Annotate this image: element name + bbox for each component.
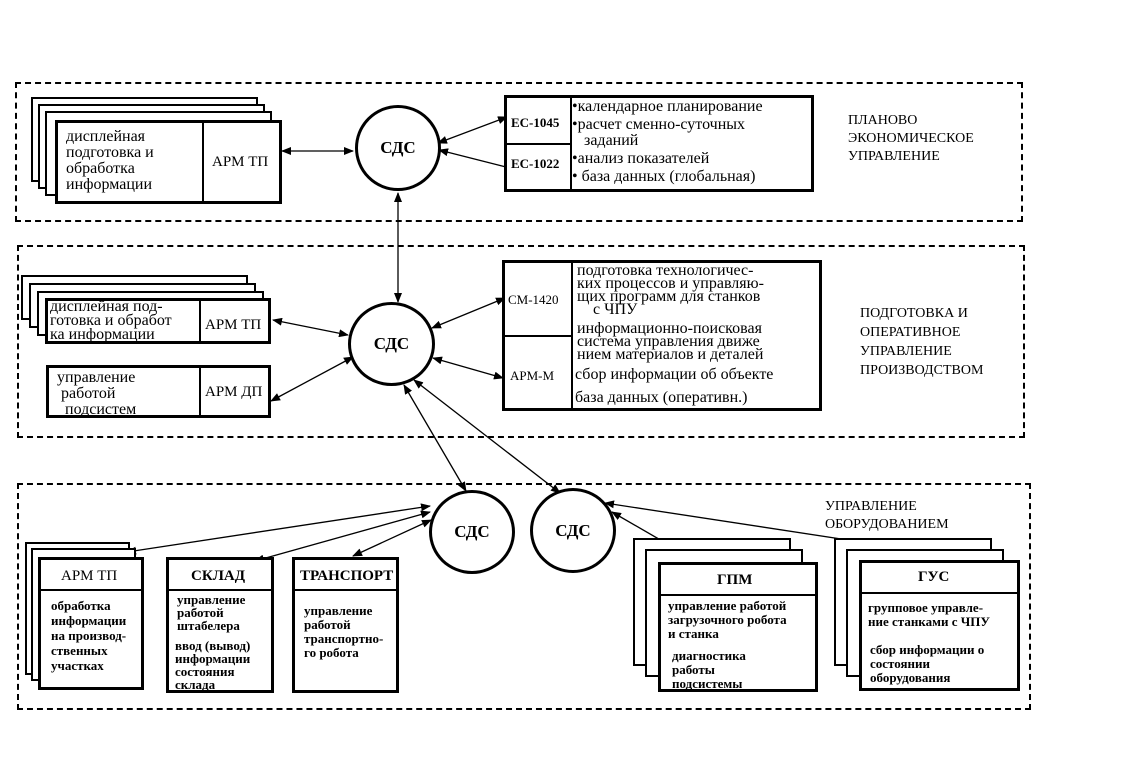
mid-section-title: ПОДГОТОВКА И ОПЕРАТИВНОЕ УПРАВЛЕНИЕ ПРОИ… <box>860 306 984 378</box>
section-top-frame <box>15 82 1023 222</box>
top-function-4: • база данных (глобальная) <box>572 168 756 185</box>
bottom-sklad-box: СКЛАД управление работой штабелера ввод … <box>166 557 274 693</box>
bottom-transport-title: ТРАНСПОРТ <box>300 568 394 584</box>
arrow-mid-sds-bottom-sds2 <box>413 379 561 494</box>
mid-functions-4: база данных (оперативн.) <box>575 389 748 406</box>
bottom-transport-text: управление работой транспортно- го робот… <box>304 603 384 660</box>
bottom-gus-title: ГУС <box>918 569 950 585</box>
bottom-section-title: УПРАВЛЕНИЕ ОБОРУДОВАНИЕМ <box>825 499 949 532</box>
top-computer-box: ЕС-1045 ЕС-1022 •календарное планировани… <box>504 95 814 192</box>
mid-computer-1: СМ-1420 <box>508 292 559 307</box>
mid-functions-3: сбор информации об объекте <box>575 366 774 383</box>
arrow-top-sds-ec1045 <box>437 116 508 144</box>
bottom-sds-label-2: СДС <box>555 520 591 540</box>
arrow-mid-arm2-sds <box>270 356 354 402</box>
arrow-sds1-arm <box>126 503 431 555</box>
bottom-sklad-title: СКЛАД <box>191 568 246 584</box>
mid-sds-label: СДС <box>373 334 410 353</box>
top-sds-node: СДС <box>355 105 441 191</box>
bottom-arm-title: АРМ ТП <box>61 568 118 584</box>
mid-arm2-label: АРМ ДП <box>205 384 263 400</box>
mid-arm2-box: управление работой подсистем АРМ ДП <box>46 365 271 418</box>
top-computer-2: ЕС-1022 <box>511 156 560 171</box>
top-left-text: дисплейная подготовка и обработка информ… <box>66 128 154 193</box>
bottom-gpm-title: ГПМ <box>717 572 753 588</box>
bottom-arm-text: обработка информации на производ- ственн… <box>51 598 127 673</box>
arrow-top-ec1022-sds <box>438 148 507 168</box>
bottom-gus-text-2: сбор информации о состоянии оборудования <box>870 642 985 685</box>
mid-left2-text: управление работой подсистем <box>57 369 137 418</box>
bottom-transport-box: ТРАНСПОРТ управление работой транспортно… <box>292 557 399 693</box>
bottom-gpm-box: ГПМ управление работой загрузочного робо… <box>658 562 818 692</box>
mid-arm1-label: АРМ ТП <box>205 317 262 333</box>
top-function-3: •анализ показателей <box>572 150 710 167</box>
top-function-2: •расчет сменно-суточных заданий <box>572 116 746 149</box>
top-sds-label: СДС <box>380 138 416 157</box>
mid-left1-text: дисплейная под- готовка и обработ ка инф… <box>50 298 172 343</box>
bottom-gus-text-1: групповое управле- ние станками с ЧПУ <box>868 600 990 629</box>
bottom-arm-box: АРМ ТП обработка информации на производ-… <box>38 557 144 690</box>
bottom-sklad-text-2: ввод (вывод) информации состояния склада <box>175 638 251 692</box>
bottom-sds-label-1: СДС <box>454 522 490 541</box>
bottom-sds-node-2: СДС <box>530 488 616 573</box>
mid-functions-1: подготовка технологичес- ких процессов и… <box>577 262 764 318</box>
bottom-gpm-text-2: диагностика работы подсистемы <box>672 648 746 691</box>
arrow-mid-sds-armm <box>432 356 504 380</box>
top-arm-box: дисплейная подготовка и обработка информ… <box>55 120 282 204</box>
bottom-gus-box: ГУС групповое управле- ние станками с ЧП… <box>859 560 1020 691</box>
arrow-mid-sds-sm1420 <box>431 297 506 329</box>
bottom-sds-node-1: СДС <box>429 490 515 574</box>
arrow-sds1-transport <box>352 519 432 557</box>
mid-sds-node: СДС <box>348 302 435 386</box>
bottom-sklad-text-1: управление работой штабелера <box>177 592 246 633</box>
mid-computer-2: АРМ-М <box>510 368 555 383</box>
top-arm-label: АРМ ТП <box>212 154 269 170</box>
top-section-title: ПЛАНОВО ЭКОНОМИЧЕСКОЕ УПРАВЛЕНИЕ <box>848 113 974 164</box>
arrow-mid-sds-bottom-sds1 <box>403 384 467 492</box>
mid-functions-2: информационно-поисковая система управлен… <box>577 320 764 363</box>
arrow-mid-arm1-sds <box>272 317 349 338</box>
top-function-1: •календарное планирование <box>572 98 763 115</box>
mid-computer-box: СМ-1420 АРМ-М подготовка технологичес- к… <box>502 260 822 411</box>
top-computer-1: ЕС-1045 <box>511 115 560 130</box>
bottom-gpm-text-1: управление работой загрузочного робота и… <box>668 598 787 641</box>
mid-arm1-box: дисплейная под- готовка и обработ ка инф… <box>45 298 271 344</box>
